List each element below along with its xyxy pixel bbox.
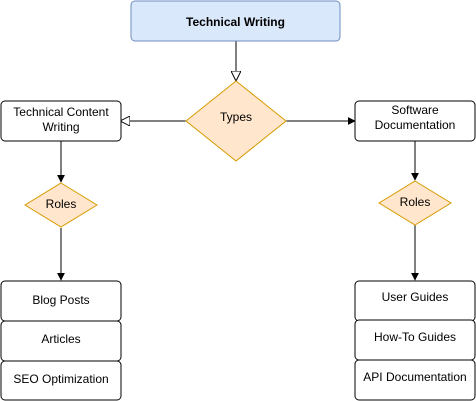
node-software-documentation-line1: Software: [391, 103, 439, 117]
decision-right-roles-label: Roles: [400, 195, 431, 209]
decision-left-roles-label: Roles: [46, 197, 77, 211]
decision-types[interactable]: Types: [185, 80, 287, 162]
node-blog-posts[interactable]: Blog Posts: [0, 280, 122, 322]
node-articles[interactable]: Articles: [0, 320, 122, 362]
node-api-documentation[interactable]: API Documentation: [354, 359, 476, 401]
node-blog-posts-label: Blog Posts: [32, 293, 89, 307]
node-software-documentation[interactable]: Software Documentation: [354, 100, 476, 142]
node-technical-content-writing-line2: Writing: [42, 120, 79, 134]
decision-types-label: Types: [220, 110, 252, 124]
node-technical-content-writing-line1: Technical Content: [13, 105, 109, 119]
node-user-guides-label: User Guides: [382, 290, 449, 304]
node-technical-content-writing[interactable]: Technical Content Writing: [0, 100, 122, 142]
node-user-guides[interactable]: User Guides: [354, 280, 476, 322]
node-how-to-guides-label: How-To Guides: [374, 330, 456, 344]
node-articles-label: Articles: [41, 332, 80, 346]
node-api-documentation-label: API Documentation: [363, 370, 466, 384]
node-seo-optimization-label: SEO Optimization: [13, 372, 108, 386]
node-seo-optimization[interactable]: SEO Optimization: [0, 360, 122, 401]
decision-right-roles[interactable]: Roles: [378, 180, 452, 226]
node-technical-writing-label: Technical Writing: [186, 15, 285, 29]
node-technical-writing[interactable]: Technical Writing: [130, 0, 341, 42]
node-how-to-guides[interactable]: How-To Guides: [354, 319, 476, 361]
decision-left-roles[interactable]: Roles: [24, 182, 98, 228]
node-software-documentation-line2: Documentation: [375, 118, 456, 132]
